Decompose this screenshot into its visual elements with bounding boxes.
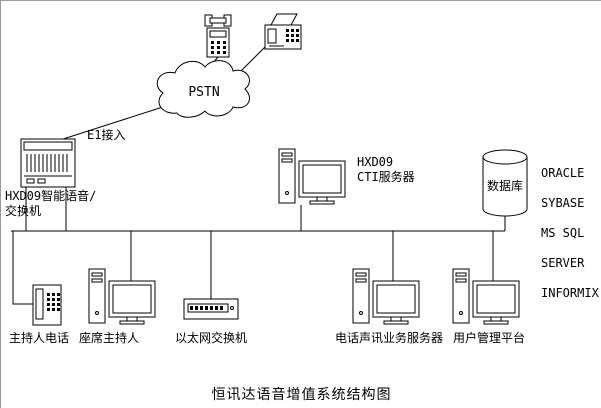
db-product-item: SERVER — [541, 256, 585, 270]
db-product-item: INFORMIX — [541, 286, 599, 300]
database-icon: 数据库 — [482, 149, 528, 217]
user-platform-label: 用户管理平台 — [453, 331, 526, 345]
voice-switch-icon — [20, 138, 76, 188]
db-product-item: ORACLE — [541, 166, 585, 180]
agent-computer-icon — [88, 268, 156, 325]
db-products-list: ORACLE SYBASE MS SQL SERVER INFORMIX — [541, 151, 599, 316]
diagram-title: 恒讯达语音增值系统结构图 — [211, 387, 392, 403]
cti-server-icon — [278, 148, 346, 205]
db-product-item: MS SQL — [541, 226, 585, 240]
host-phone-icon — [32, 284, 62, 326]
ethernet-switch-icon — [183, 298, 239, 320]
bus-and-drop-lines — [11, 187, 506, 305]
pstn-label: PSTN — [188, 85, 219, 100]
e1-link-label: E1接入 — [87, 128, 126, 142]
fax-machine-icon — [264, 13, 302, 50]
voice-service-server-icon — [352, 268, 420, 325]
cti-server-label: HXD09 CTI服务器 — [357, 155, 415, 184]
ethernet-switch-label: 以太网交换机 — [175, 331, 248, 345]
user-platform-icon — [452, 268, 520, 325]
voice-service-server-label: 电话声讯业务服务器 — [335, 331, 444, 345]
agent-host-label: 座席主持人 — [79, 331, 140, 345]
voice-switch-label: HXD09智能语音/ 交换机 — [5, 189, 97, 218]
host-phone-label: 主持人电话 — [9, 331, 70, 345]
telephone-icon — [204, 14, 232, 58]
db-product-item: SYBASE — [541, 196, 585, 210]
connector-lines — [11, 46, 506, 305]
database-label: 数据库 — [487, 178, 523, 193]
pstn-cloud-icon: PSTN — [156, 60, 250, 118]
